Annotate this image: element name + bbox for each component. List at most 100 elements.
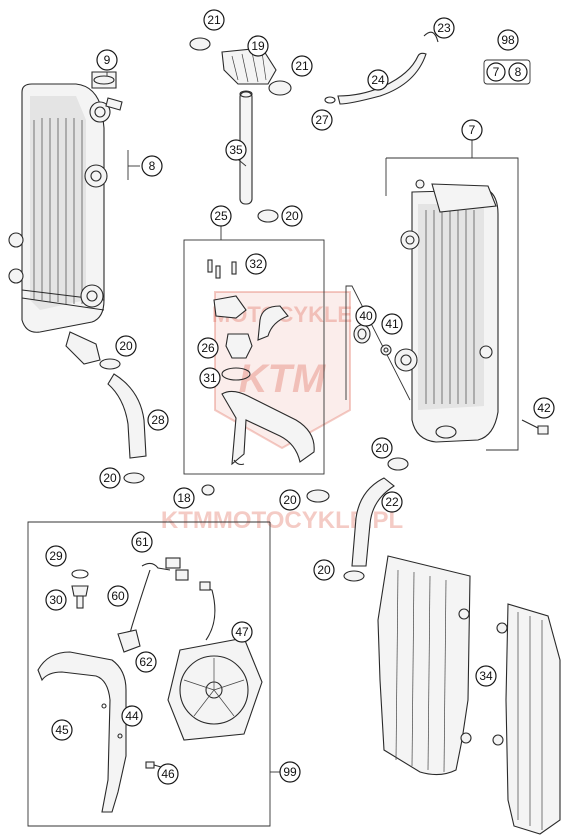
- svg-text:40: 40: [359, 309, 373, 323]
- fan-kit-box: [27, 521, 280, 827]
- callout-31: 31: [199, 367, 221, 389]
- callout-20-top: 20: [281, 205, 303, 227]
- callout-98: 98: [497, 29, 519, 51]
- svg-text:44: 44: [125, 709, 139, 723]
- svg-text:20: 20: [317, 563, 331, 577]
- fan-bracket: [37, 651, 127, 813]
- svg-text:28: 28: [151, 413, 165, 427]
- callout-20-right-lower: 20: [313, 559, 335, 581]
- svg-text:20: 20: [375, 441, 389, 455]
- svg-text:35: 35: [229, 143, 243, 157]
- callout-42: 42: [533, 397, 555, 419]
- callout-7: 7: [461, 119, 483, 141]
- svg-text:61: 61: [135, 535, 149, 549]
- right-radiator-frame: [345, 140, 519, 451]
- callout-32: 32: [245, 253, 267, 275]
- svg-text:21: 21: [207, 13, 221, 27]
- svg-text:32: 32: [249, 257, 263, 271]
- callout-18: 18: [173, 487, 195, 509]
- callout-25: 25: [210, 205, 232, 227]
- callout-30: 30: [45, 589, 67, 611]
- svg-text:24: 24: [371, 73, 385, 87]
- thermostat-hose-group: [189, 37, 292, 205]
- callout-98-kit-7: 7: [486, 62, 506, 82]
- callout-98-kit-8: 8: [508, 62, 528, 82]
- callout-47: 47: [231, 621, 253, 643]
- svg-text:8: 8: [149, 159, 156, 173]
- callout-21-right: 21: [291, 55, 313, 77]
- callout-46: 46: [157, 763, 179, 785]
- overflow-hose: [324, 31, 439, 105]
- callout-23: 23: [433, 17, 455, 39]
- svg-text:41: 41: [385, 317, 399, 331]
- lower-hose-left: [99, 358, 147, 484]
- callout-9: 9: [96, 49, 118, 71]
- clamps-middle: [201, 209, 330, 503]
- callout-41: 41: [381, 313, 403, 335]
- lower-hose-right: [343, 457, 409, 582]
- callout-20-left-upper: 20: [115, 335, 137, 357]
- svg-text:18: 18: [177, 491, 191, 505]
- svg-text:42: 42: [537, 401, 551, 415]
- callout-8: 8: [141, 155, 163, 177]
- right-radiator: [394, 179, 499, 443]
- grommet-washer: [353, 324, 392, 356]
- callout-21-top: 21: [203, 9, 225, 31]
- svg-text:8: 8: [515, 65, 522, 79]
- callout-20-left-lower: 20: [99, 467, 121, 489]
- wiring-harness: [117, 557, 189, 653]
- callout-45: 45: [51, 719, 73, 741]
- callout-60: 60: [107, 585, 129, 607]
- svg-text:20: 20: [119, 339, 133, 353]
- screw-42: [521, 419, 549, 435]
- svg-text:9: 9: [104, 53, 111, 67]
- left-radiator: [8, 71, 123, 365]
- svg-text:60: 60: [111, 589, 125, 603]
- callout-29: 29: [45, 545, 67, 567]
- thermostat-box: [183, 226, 325, 475]
- svg-text:45: 45: [55, 723, 69, 737]
- radiator-guard-right: [492, 603, 561, 835]
- callout-61: 61: [131, 531, 153, 553]
- svg-text:31: 31: [203, 371, 217, 385]
- watermark-logo-text: KTM: [239, 357, 327, 401]
- callout-19: 19: [247, 35, 269, 57]
- svg-text:98: 98: [501, 33, 515, 47]
- leader-lines: [106, 72, 247, 180]
- callout-22: 22: [381, 491, 403, 513]
- svg-text:46: 46: [161, 767, 175, 781]
- svg-text:20: 20: [103, 471, 117, 485]
- svg-text:19: 19: [251, 39, 265, 53]
- radiator-guard-left: [377, 555, 472, 776]
- svg-text:20: 20: [283, 493, 297, 507]
- svg-text:29: 29: [49, 549, 63, 563]
- svg-text:99: 99: [283, 765, 297, 779]
- callout-27: 27: [311, 109, 333, 131]
- svg-text:23: 23: [437, 21, 451, 35]
- callout-62: 62: [135, 651, 157, 673]
- svg-text:47: 47: [235, 625, 249, 639]
- kit-box-98: [483, 59, 531, 85]
- svg-text:7: 7: [493, 65, 500, 79]
- svg-text:27: 27: [315, 113, 329, 127]
- callout-34: 34: [475, 665, 497, 687]
- svg-text:30: 30: [49, 593, 63, 607]
- svg-text:20: 20: [285, 209, 299, 223]
- svg-text:25: 25: [214, 209, 228, 223]
- callout-24: 24: [367, 69, 389, 91]
- svg-text:21: 21: [295, 59, 309, 73]
- svg-text:62: 62: [139, 655, 153, 669]
- callout-28: 28: [147, 409, 169, 431]
- callout-20-middle: 20: [279, 489, 301, 511]
- callout-20-right-upper: 20: [371, 437, 393, 459]
- svg-text:34: 34: [479, 669, 493, 683]
- callout-35: 35: [225, 139, 247, 161]
- callout-26: 26: [197, 337, 219, 359]
- svg-text:7: 7: [469, 123, 476, 137]
- callout-99: 99: [279, 761, 301, 783]
- svg-text:26: 26: [201, 341, 215, 355]
- temperature-sensor: [71, 569, 89, 609]
- cooling-fan: [167, 581, 263, 741]
- callout-44: 44: [121, 705, 143, 727]
